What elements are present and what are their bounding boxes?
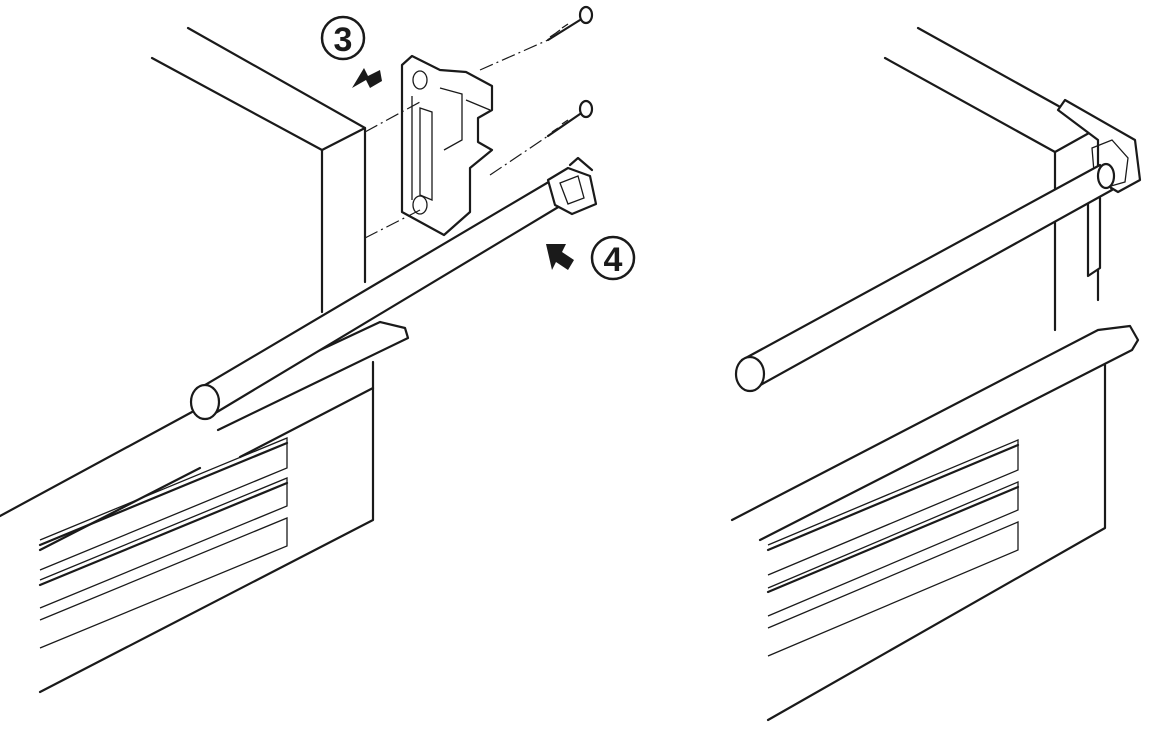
right-assembly [730, 26, 1142, 722]
drawer-side-slots [38, 437, 289, 649]
step-3-marker: 3 [320, 15, 382, 88]
cabinet-back-panel [150, 26, 367, 314]
arrow-left-icon [352, 68, 382, 88]
drawer-side-panel [730, 324, 1140, 722]
drawer-side-slots [766, 439, 1020, 657]
step-4-label: 4 [604, 241, 623, 279]
drawer-side-panel [0, 320, 410, 694]
rod-end-clip [546, 156, 598, 216]
mounting-bracket [400, 54, 494, 237]
alignment-lines [364, 39, 549, 239]
screws [546, 5, 594, 138]
step-3-label: 3 [334, 21, 353, 59]
step-4-marker: 4 [546, 235, 636, 281]
arrow-up-left-icon [546, 244, 574, 270]
left-assembly: 3 4 [0, 5, 636, 694]
rail-rod [189, 178, 567, 421]
rail-rod [734, 162, 1116, 393]
